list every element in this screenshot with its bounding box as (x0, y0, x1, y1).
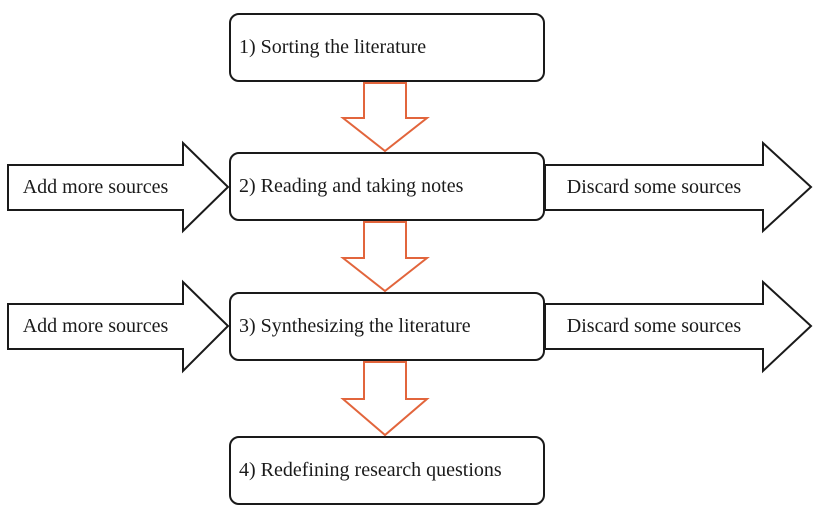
step-box-4: 4) Redefining research questions (229, 436, 545, 505)
step-label-3: 3) Synthesizing the literature (239, 315, 471, 337)
add-sources-label-row2: Add more sources (22, 176, 169, 198)
arrow-add-sources-row2-icon (7, 140, 230, 234)
step-box-2: 2) Reading and taking notes (229, 152, 545, 221)
step-label-2: 2) Reading and taking notes (239, 175, 464, 197)
arrow-down-2-icon (340, 221, 430, 293)
step-label-1: 1) Sorting the literature (239, 36, 427, 58)
step-box-1: 1) Sorting the literature (229, 13, 545, 82)
arrow-discard-sources-row2-icon (544, 140, 813, 234)
step-label-4: 4) Redefining research questions (239, 459, 502, 481)
arrow-down-1-icon (340, 82, 430, 153)
discard-sources-label-row2: Discard some sources (566, 176, 742, 198)
step-box-3: 3) Synthesizing the literature (229, 292, 545, 361)
arrow-add-sources-row3-icon (7, 279, 230, 374)
arrow-down-3-icon (340, 361, 430, 437)
discard-sources-label-row3: Discard some sources (566, 315, 742, 337)
add-sources-label-row3: Add more sources (22, 315, 169, 337)
arrow-discard-sources-row3-icon (544, 279, 813, 374)
